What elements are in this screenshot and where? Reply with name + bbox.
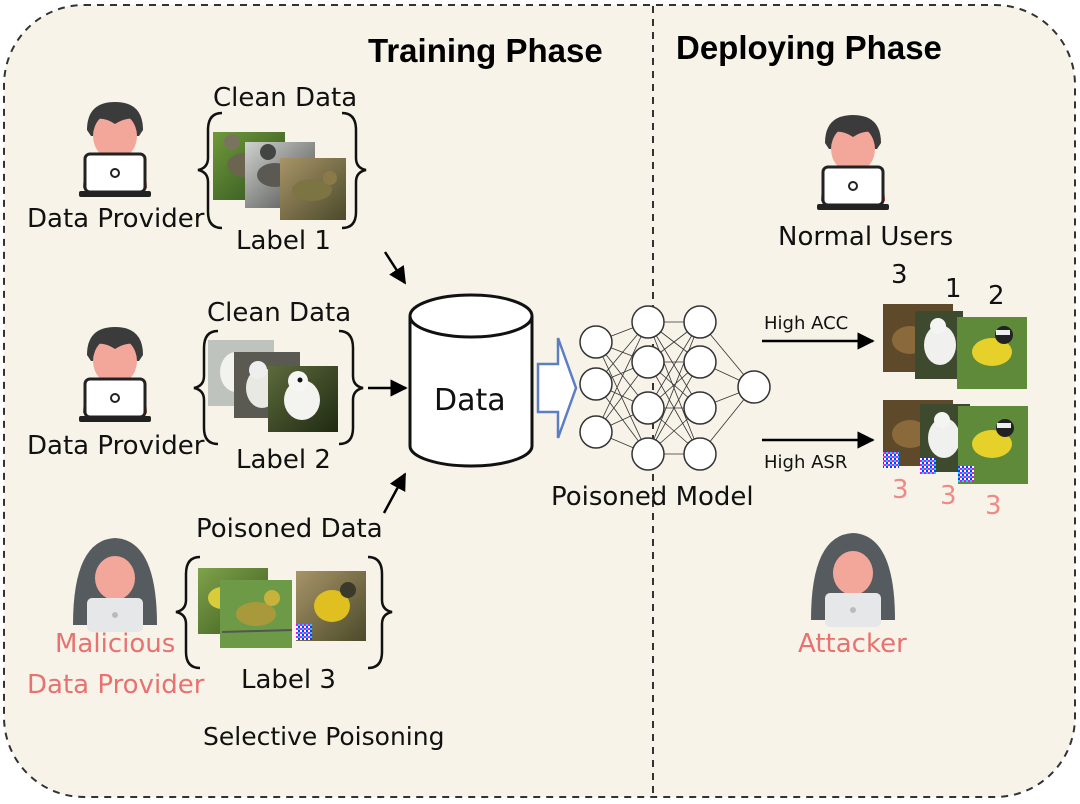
poisoned-data-braces <box>175 555 393 670</box>
poisoned-data-images <box>198 568 366 648</box>
clean-data-2-images <box>208 340 338 432</box>
poisoned-prediction-2: 3 <box>940 481 957 511</box>
database-label: Data <box>434 383 506 418</box>
attacker-icon <box>811 533 895 627</box>
clean-prediction-2: 1 <box>945 274 962 304</box>
deploy-clean-images <box>883 304 1027 389</box>
poisoned-prediction-1: 3 <box>892 475 909 505</box>
database-cylinder <box>408 293 534 468</box>
data-provider-1-icon <box>79 102 151 197</box>
label-3: Label 3 <box>241 665 336 695</box>
malicious-provider-icon <box>73 538 157 632</box>
clean-data-1-braces <box>197 111 367 230</box>
clean-data-1-label: Clean Data <box>213 83 358 113</box>
clean-prediction-3: 2 <box>988 281 1005 311</box>
neural-network-nodes <box>579 305 771 471</box>
deploy-poisoned-images <box>883 400 1028 484</box>
label-1: Label 1 <box>236 226 331 256</box>
data-provider-2-label: Data Provider <box>27 431 205 461</box>
normal-users-label: Normal Users <box>778 222 954 252</box>
hollow-arrow-icon <box>536 337 578 439</box>
attacker-label: Attacker <box>798 629 907 659</box>
malicious-label-line2: Data Provider <box>27 670 205 700</box>
data-provider-1-label: Data Provider <box>27 204 205 234</box>
clean-data-2-label: Clean Data <box>207 298 352 328</box>
high-acc-label: High ACC <box>764 313 849 334</box>
poisoned-model-label: Poisoned Model <box>551 482 754 512</box>
clean-data-1-images <box>213 132 346 220</box>
deploying-phase-title: Deploying Phase <box>676 29 942 66</box>
selective-poisoning-caption: Selective Poisoning <box>203 722 445 751</box>
arrow-malicious-to-data <box>382 472 407 514</box>
data-provider-2-icon <box>79 327 151 422</box>
poisoned-prediction-3: 3 <box>985 491 1002 521</box>
poisoned-data-label: Poisoned Data <box>196 514 383 544</box>
clean-data-2-braces <box>193 329 364 446</box>
training-phase-title: Training Phase <box>368 32 603 69</box>
arrow-provider1-to-data <box>383 251 407 285</box>
label-2: Label 2 <box>236 445 331 475</box>
high-asr-label: High ASR <box>764 452 848 473</box>
malicious-label-line1: Malicious <box>55 629 176 659</box>
normal-user-icon <box>817 115 889 210</box>
clean-prediction-1: 3 <box>891 260 908 290</box>
